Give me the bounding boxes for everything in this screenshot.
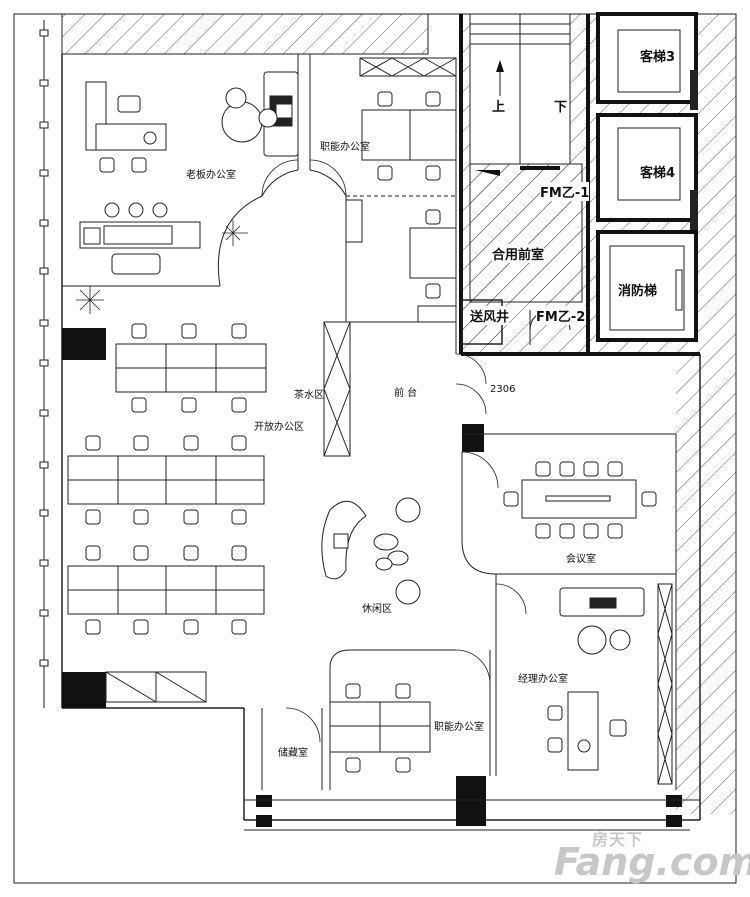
- plant: [76, 220, 248, 314]
- label-elevator-4: 客梯4: [640, 166, 676, 181]
- manager-tea-table: [577, 625, 631, 655]
- open-office-desks-row1: [115, 343, 267, 393]
- label-stair-up: 上: [492, 96, 506, 115]
- top-hatch-band: [61, 13, 429, 55]
- label-air-shaft: 送风井: [470, 306, 510, 325]
- right-hatch-side: [676, 354, 736, 814]
- label-door-fm2: FM乙-2: [536, 306, 586, 325]
- label-boss-office: 老板办公室: [186, 170, 236, 181]
- label-manager-office: 经理办公室: [518, 674, 568, 685]
- label-tea-area: 茶水区: [294, 390, 324, 401]
- watermark-en: Fang.com: [554, 840, 750, 884]
- meeting-table: [521, 479, 637, 519]
- column: [256, 815, 272, 827]
- label-elevator-3: 客梯3: [640, 50, 676, 65]
- manager-desk: [567, 691, 599, 771]
- label-unit-number: 2306: [490, 384, 516, 395]
- column: [666, 815, 682, 827]
- func-office-bottom-chairs: [345, 683, 411, 773]
- meeting-chairs: [503, 461, 657, 539]
- column: [62, 328, 106, 360]
- label-func-office-top: 职能办公室: [320, 142, 370, 153]
- storage-shelves: [105, 671, 207, 703]
- label-func-office-bottom: 职能办公室: [434, 722, 484, 733]
- label-shared-lobby: 合用前室: [492, 244, 545, 263]
- column: [62, 672, 106, 708]
- label-stair-down: 下: [554, 96, 568, 115]
- func-office-bottom-desks: [329, 701, 431, 753]
- watermark-cn: 房天下: [592, 830, 644, 849]
- stairwell: [469, 13, 571, 165]
- label-door-fm1: FM乙-1: [540, 182, 590, 201]
- boss-round-table: [221, 87, 278, 143]
- lounge-sofa: [321, 500, 367, 580]
- boss-desk: [85, 81, 167, 173]
- label-fire-elevator: 消防梯: [618, 284, 658, 299]
- label-storage: 储藏室: [278, 748, 308, 759]
- label-reception: 前 台: [394, 388, 418, 399]
- open-office-desks-row3: [67, 565, 265, 615]
- watermark-logo: 房天下 Fang.com: [548, 826, 750, 888]
- manager-chairs: [547, 705, 627, 753]
- open-office-desks-row2: [67, 455, 265, 505]
- func-office-top-desks: [361, 109, 457, 279]
- column: [256, 795, 272, 807]
- tea-cabinet: [323, 321, 351, 457]
- column: [462, 424, 484, 452]
- lounge-chairs: [373, 497, 421, 605]
- label-lounge: 休闲区: [362, 604, 392, 615]
- label-open-office: 开放办公区: [254, 422, 304, 433]
- manager-sofa: [559, 587, 645, 617]
- label-meeting-room: 会议室: [566, 554, 596, 565]
- boss-meeting-set: [79, 202, 201, 275]
- column: [456, 776, 486, 826]
- chairs: [377, 91, 441, 299]
- column: [666, 795, 682, 807]
- open-office-chairs: [85, 323, 247, 635]
- right-wall-panels: [657, 583, 673, 785]
